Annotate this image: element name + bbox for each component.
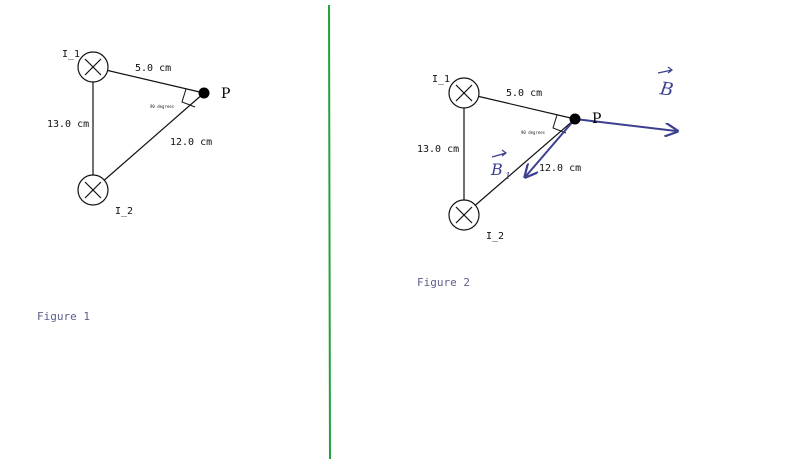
fig1-wire-2-label: I_2 [115,206,133,217]
fig1-side-diag [92,92,205,191]
fig2-angle-label: 90 degrees [521,130,546,135]
fig2-wire-2 [448,199,480,231]
fig2-side-diag-label: 12.0 cm [539,163,581,174]
fig1-wire-1-label: I_1 [62,49,80,60]
divider-line [328,4,331,460]
fig2-side-diag [463,118,576,216]
fig2-wire-2-label: I_2 [486,231,504,242]
fig2-vector-b1-label: B 1 [490,149,511,182]
fig1-point-label: P [221,86,230,102]
fig1-side-top-label: 5.0 cm [135,63,171,74]
fig2-caption: Figure 2 [417,276,470,289]
fig1-side-left-label: 13.0 cm [47,119,89,130]
fig1-right-angle-marker [181,88,196,108]
fig2-side-left-label: 13.0 cm [417,144,459,155]
fig1-side-diag-label: 12.0 cm [170,137,212,148]
fig1-angle-label: 90 degrees [150,104,175,109]
fig2-point-p [569,113,581,125]
fig2-vector-b2-arrow [574,118,676,131]
fig2-vector-b2-label: B [658,66,675,101]
fig2-wire-1-label: I_1 [432,74,450,85]
fig2-side-top-label: 5.0 cm [506,88,542,99]
fig2-side-top [463,92,576,120]
fig1-wire-1 [77,51,109,83]
fig1-side-top [92,66,205,94]
figure-1: 90 degrees P I_1 I_2 5.0 cm 13.0 cm 12.0… [37,49,230,323]
fig2-point-label: P [592,111,601,127]
fig2-wire-1 [448,77,480,109]
fig1-point-p [198,87,210,99]
figure-2: 90 degrees P I_1 I_2 5.0 cm 13.0 cm 12.0… [417,66,676,289]
fig1-caption: Figure 1 [37,310,90,323]
svg-text:1: 1 [505,172,511,182]
svg-text:B: B [490,160,503,179]
fig2-vector-b1-arrow [526,118,576,176]
fig2-right-angle-marker [552,114,567,134]
fig1-wire-2 [77,174,109,206]
svg-text:B: B [658,78,675,101]
